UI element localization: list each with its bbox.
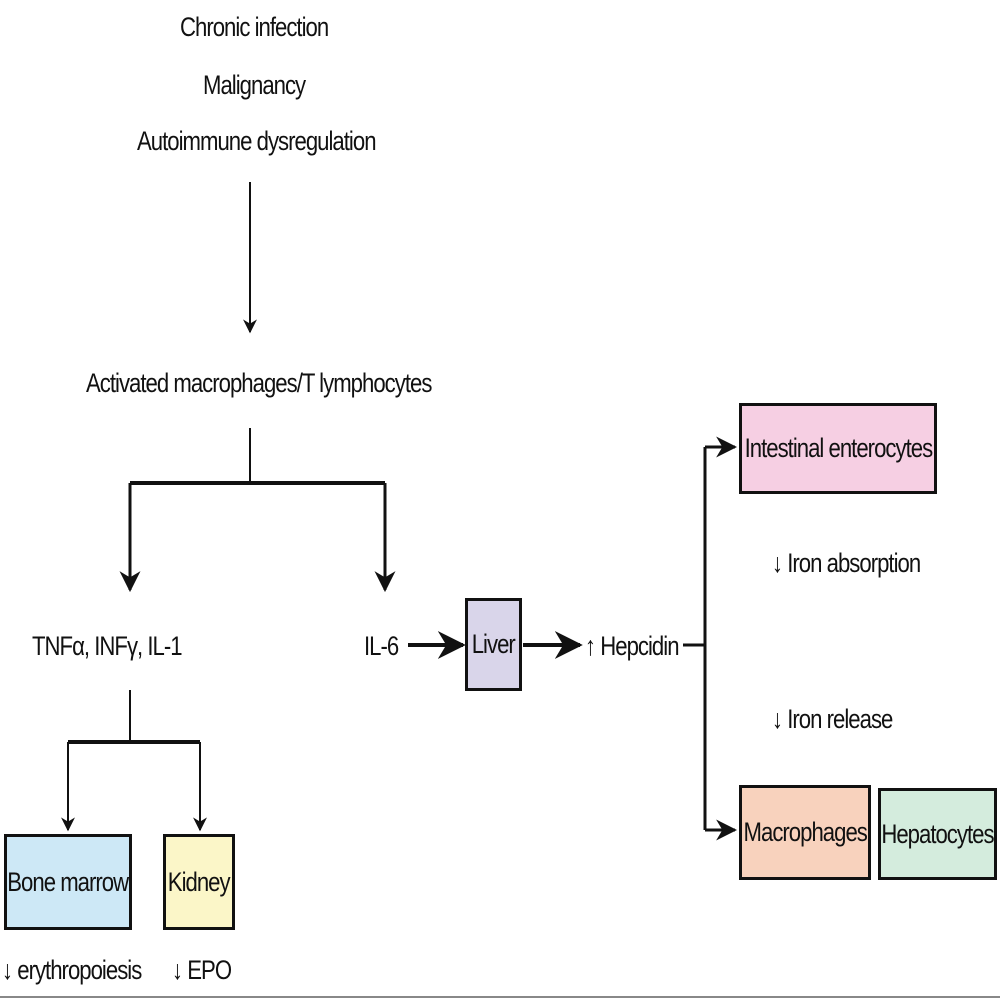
kidney-box: Kidney (163, 834, 235, 930)
iron-release-label: ↓ Iron release (772, 704, 893, 734)
macrophages-label: Macrophages (743, 817, 867, 847)
hepatocytes-box: Hepatocytes (878, 788, 997, 880)
cause-malignancy: Malignancy (203, 70, 306, 100)
cause-chronic-infection: Chronic infection (180, 12, 329, 42)
intestinal-enterocytes-label: Intestinal enterocytes (744, 433, 933, 463)
cause-autoimmune: Autoimmune dysregulation (137, 126, 377, 156)
macrophages-box: Macrophages (739, 785, 871, 880)
kidney-label: Kidney (168, 866, 231, 897)
liver-box: Liver (465, 598, 522, 691)
bone-marrow-box: Bone marrow (4, 834, 132, 930)
intestinal-enterocytes-box: Intestinal enterocytes (739, 403, 937, 494)
erythropoiesis-label: ↓ erythropoiesis (2, 955, 142, 985)
epo-label: ↓ EPO (172, 955, 232, 985)
hepcidin-label: ↑ Hepcidin (585, 631, 680, 661)
hepatocytes-label: Hepatocytes (881, 818, 994, 849)
bottom-divider (0, 996, 1000, 998)
activated-cells-label: Activated macrophages/T lymphocytes (86, 368, 432, 398)
liver-label: Liver (471, 629, 516, 659)
iron-absorption-label: ↓ Iron absorption (772, 548, 921, 578)
bone-marrow-label: Bone marrow (7, 866, 130, 897)
il6-label: IL-6 (364, 631, 399, 661)
cytokines-left-label: TNFα, INFγ, IL-1 (32, 631, 183, 661)
